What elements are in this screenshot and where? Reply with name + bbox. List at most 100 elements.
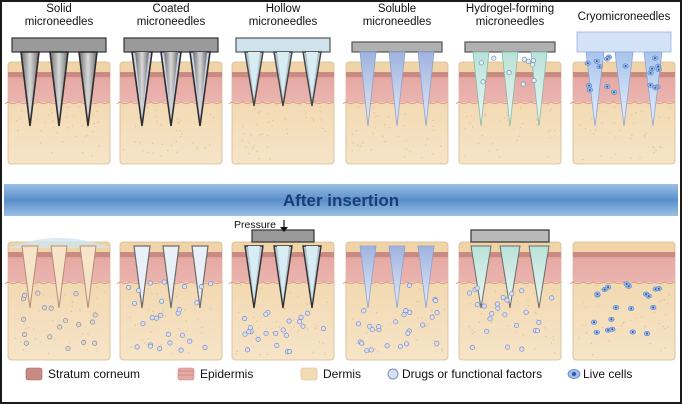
dermis-texture <box>403 125 406 127</box>
dermis-texture <box>175 129 178 132</box>
dermis-texture <box>160 155 162 157</box>
dermis-texture <box>630 157 632 160</box>
dermis-texture <box>318 341 321 344</box>
dermis-texture <box>51 112 53 114</box>
dermis-texture <box>77 327 79 329</box>
dermis-texture <box>658 300 661 303</box>
live-cell-nucleus <box>596 293 599 296</box>
drug-particle <box>429 314 435 320</box>
dermis-texture <box>147 151 149 154</box>
drug-particle <box>495 305 501 311</box>
epidermis-boundary <box>569 281 676 284</box>
pressure-arrowhead <box>280 227 288 232</box>
dermis-texture <box>241 139 244 142</box>
drug-particle <box>519 346 525 352</box>
dermis-texture <box>239 284 242 287</box>
dermis-texture <box>597 305 600 307</box>
dermis-texture <box>463 155 465 157</box>
panel-title-line: microneedles <box>363 16 432 28</box>
microneedle-inner <box>193 52 207 118</box>
dermis-texture <box>375 115 377 118</box>
live-cell-nucleus <box>649 72 652 75</box>
dermis-texture <box>496 149 498 151</box>
dermis-texture <box>581 158 584 161</box>
dermis-texture <box>150 331 152 333</box>
dermis-texture <box>162 309 164 311</box>
dermis-texture <box>319 106 321 108</box>
drug-particle <box>401 312 407 318</box>
live-cell-nucleus <box>654 86 657 89</box>
drug-particle <box>397 344 404 350</box>
dermis-texture <box>660 292 662 295</box>
dermis-texture <box>97 287 99 289</box>
dermis-texture <box>498 156 501 158</box>
dermis-texture <box>415 300 418 303</box>
drug-particle <box>57 324 63 330</box>
microneedle-inner <box>306 52 318 98</box>
dermis-texture <box>151 142 154 145</box>
drug-particle <box>48 305 54 311</box>
panel-title-line: microneedles <box>249 16 318 28</box>
live-cell-nucleus <box>592 321 595 324</box>
dermis-texture <box>374 348 377 351</box>
dermis-texture <box>659 349 662 352</box>
dermis-texture <box>610 157 612 159</box>
drug-particle <box>81 339 87 345</box>
drug-particle <box>406 282 412 288</box>
dermis-texture <box>404 113 406 115</box>
dermis-texture <box>56 132 58 134</box>
dermis-texture <box>623 321 625 323</box>
drug-particle <box>263 330 269 337</box>
dermis-texture <box>351 150 353 152</box>
drug-particle <box>287 349 293 355</box>
microneedle-inner <box>135 52 149 118</box>
dermis-texture <box>16 129 19 132</box>
dermis-texture <box>248 152 250 155</box>
dermis-texture <box>421 317 423 319</box>
dermis-texture <box>204 295 206 297</box>
microneedle-backing <box>235 37 331 53</box>
dermis-texture <box>161 143 163 146</box>
after-insertion-banner: After insertion <box>4 184 678 216</box>
dermis-texture <box>521 123 524 125</box>
dermis-texture <box>134 125 137 127</box>
dermis-texture <box>621 325 623 327</box>
dermis-texture <box>373 112 375 114</box>
dermis-texture <box>235 353 238 355</box>
dermis-texture <box>123 148 125 151</box>
panel-bottom-coated <box>116 241 223 361</box>
dermis-texture <box>271 125 273 128</box>
microneedle <box>472 51 490 127</box>
dermis-texture <box>372 132 374 135</box>
dermis-texture <box>644 136 646 138</box>
dermis-texture <box>152 152 155 154</box>
dermis-texture <box>389 323 391 326</box>
dermis-texture <box>20 341 22 343</box>
dermis-texture <box>535 123 538 126</box>
drug-particle <box>296 319 303 325</box>
panel-title-line: microneedles <box>476 16 545 28</box>
drug-particle <box>136 287 142 294</box>
dermis-texture <box>527 285 529 287</box>
dermis-texture <box>552 338 555 341</box>
dermis-texture <box>506 111 508 114</box>
stratum-corneum-layer <box>573 252 675 257</box>
dermis-texture <box>312 351 314 353</box>
dermis-texture <box>66 106 68 108</box>
dermis-texture <box>185 320 187 322</box>
dermis-texture <box>664 347 666 349</box>
dermis-texture <box>293 326 295 328</box>
dermis-texture <box>72 301 74 304</box>
epidermis-boundary <box>228 101 335 104</box>
panel-title-line: Coated <box>152 3 189 15</box>
dermis-texture <box>652 146 655 148</box>
live-cell-nucleus <box>646 332 649 335</box>
dermis-texture <box>179 130 181 132</box>
dermis-texture <box>441 349 443 352</box>
dermis-texture <box>175 295 178 298</box>
dermis-texture <box>507 119 509 121</box>
legend-item-epidermis: Epidermis <box>177 367 253 381</box>
dermis-texture <box>141 339 143 341</box>
dermis-texture <box>516 300 519 302</box>
